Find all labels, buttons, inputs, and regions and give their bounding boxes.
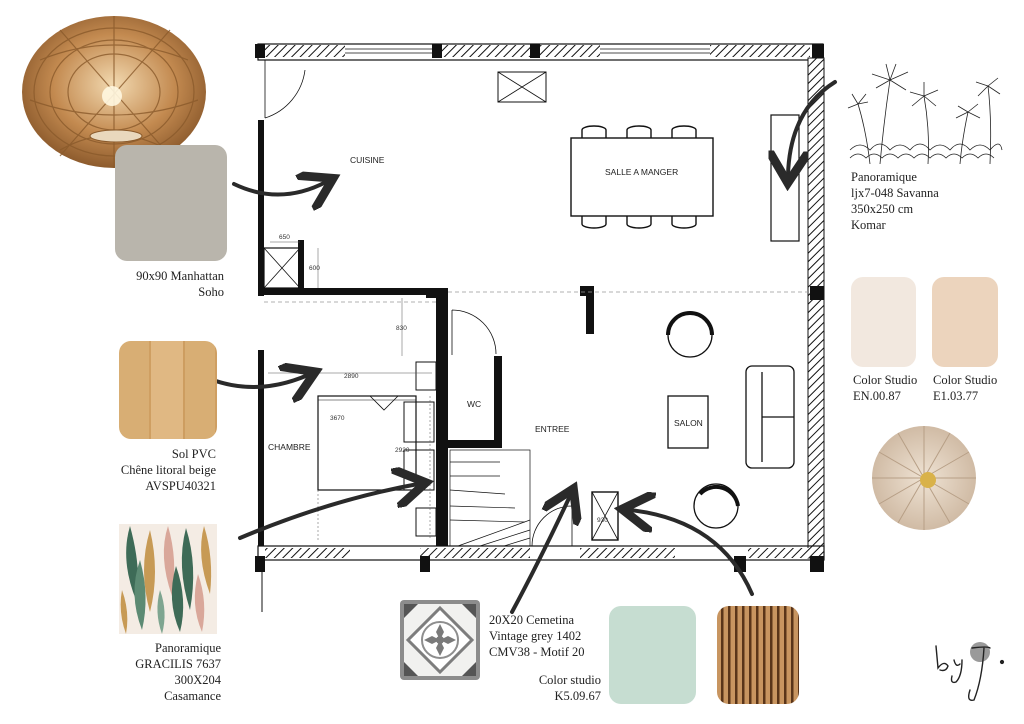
caption-line: Color Studio	[933, 373, 998, 387]
caption-line: 300X204	[174, 673, 221, 687]
caption-manhattan-soho: 90x90 Manhattan Soho	[96, 268, 224, 300]
gracilis-leaf-wallpaper-image	[119, 524, 217, 634]
pvc-oak-floor-swatch	[119, 341, 217, 439]
caption-paint-en: Color Studio EN.00.87	[853, 372, 933, 404]
caption-line: Color Studio	[853, 373, 918, 387]
floor-plan: CUISINE SALLE A MANGER CHAMBRE WC ENTREE…	[255, 43, 825, 612]
paint-swatch-en-00-87	[851, 277, 916, 367]
rattan-pendant-lamp-image	[22, 16, 206, 168]
manhattan-soho-tile-swatch	[115, 145, 227, 261]
caption-line: AVSPU40321	[145, 479, 216, 493]
room-label-chambre: CHAMBRE	[268, 442, 311, 452]
caption-line: 20X20 Cemetina	[489, 613, 575, 627]
caption-line: Panoramique	[851, 170, 917, 184]
dimension-label: 650	[279, 234, 290, 241]
caption-paint-k5: Color studio K5.09.67	[510, 672, 601, 704]
caption-line: Komar	[851, 218, 886, 232]
caption-line: Casamance	[164, 689, 221, 703]
room-label-entree: ENTREE	[535, 424, 570, 434]
caption-line: Sol PVC	[171, 447, 216, 461]
callout-arrows	[203, 80, 837, 614]
slatted-wood-panel-image	[717, 606, 799, 704]
paint-swatch-e1-03-77	[932, 277, 998, 367]
caption-line: Color studio	[538, 673, 601, 687]
signature-logo	[935, 642, 1005, 701]
savanna-palm-wallpaper-image	[847, 63, 1003, 165]
dimension-label: 2920	[395, 447, 410, 454]
caption-line: Panoramique	[155, 641, 221, 655]
caption-line: Vintage grey 1402	[489, 629, 582, 643]
caption-line: K5.09.67	[554, 689, 601, 703]
caption-line: Chêne litoral beige	[120, 463, 216, 477]
dimension-label: 2890	[344, 373, 359, 380]
caption-line: EN.00.87	[853, 389, 901, 403]
dimension-label: 830	[396, 325, 407, 332]
caption-paint-e1: Color Studio E1.03.77	[933, 372, 1019, 404]
room-label-salon: SALON	[674, 418, 703, 428]
caption-gracilis-wallpaper: Panoramique GRACILIS 7637 300X204 Casama…	[100, 640, 221, 704]
caption-line: Soho	[198, 285, 224, 299]
room-label-wc: WC	[467, 399, 481, 409]
cemetina-cement-tile-image	[400, 600, 480, 680]
caption-line: E1.03.77	[933, 389, 979, 403]
dimension-label: 930	[597, 517, 608, 524]
caption-line: 90x90 Manhattan	[136, 269, 224, 283]
room-label-cuisine: CUISINE	[350, 155, 385, 165]
caption-line: ljx7-048 Savanna	[851, 186, 939, 200]
paint-swatch-k5-09-67	[609, 606, 696, 704]
caption-line: CMV38 - Motif 20	[489, 645, 585, 659]
room-label-salle-a-manger: SALLE A MANGER	[605, 167, 678, 177]
caption-line: GRACILIS 7637	[135, 657, 221, 671]
dimension-label: 600	[309, 265, 320, 272]
caption-line: 350x250 cm	[851, 202, 914, 216]
dimension-label: 3670	[330, 415, 345, 422]
pleated-wall-lamp-image	[872, 426, 976, 530]
caption-cemetina-tile: 20X20 Cemetina Vintage grey 1402 CMV38 -…	[489, 612, 609, 660]
caption-pvc-floor: Sol PVC Chêne litoral beige AVSPU40321	[80, 446, 216, 494]
caption-savanna-wallpaper: Panoramique ljx7-048 Savanna 350x250 cm …	[851, 169, 1011, 233]
